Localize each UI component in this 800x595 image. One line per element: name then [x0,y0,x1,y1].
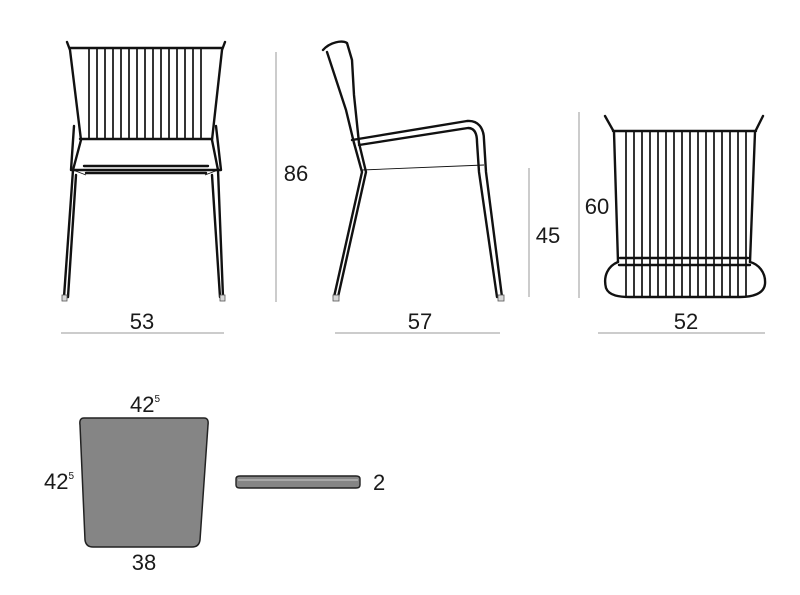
side-depth-label: 57 [408,309,432,334]
cushion-bottom-width-label: 38 [132,550,156,575]
side-back-foot-cap [497,294,505,302]
cushion-top-shape [79,417,209,548]
cushion-side-view: 2 [235,470,385,495]
cushion-thickness-label: 2 [373,470,385,495]
side-front-foot-cap [332,294,340,302]
side-view: 57 45 [321,40,560,334]
cushion-depth-label: 425 [44,469,74,494]
front-left-foot-cap [61,294,68,302]
back-frame [603,114,767,299]
side-frame [321,40,504,299]
front-view: 53 86 [61,40,308,334]
back-height-label: 60 [585,194,609,219]
cushion-top-width-label: 425 [130,392,160,417]
seat-height-label: 45 [536,223,560,248]
front-height-label: 86 [284,161,308,186]
back-view: 52 60 [578,112,767,334]
front-width-label: 53 [130,309,154,334]
front-backrest-slats [88,48,202,138]
back-width-label: 52 [674,309,698,334]
front-right-foot-cap [219,294,226,302]
front-frame [62,40,227,299]
back-backrest-slats [625,130,747,296]
cushion-side-shape [235,475,361,489]
cushion-top-view: 425 425 38 [44,392,209,575]
